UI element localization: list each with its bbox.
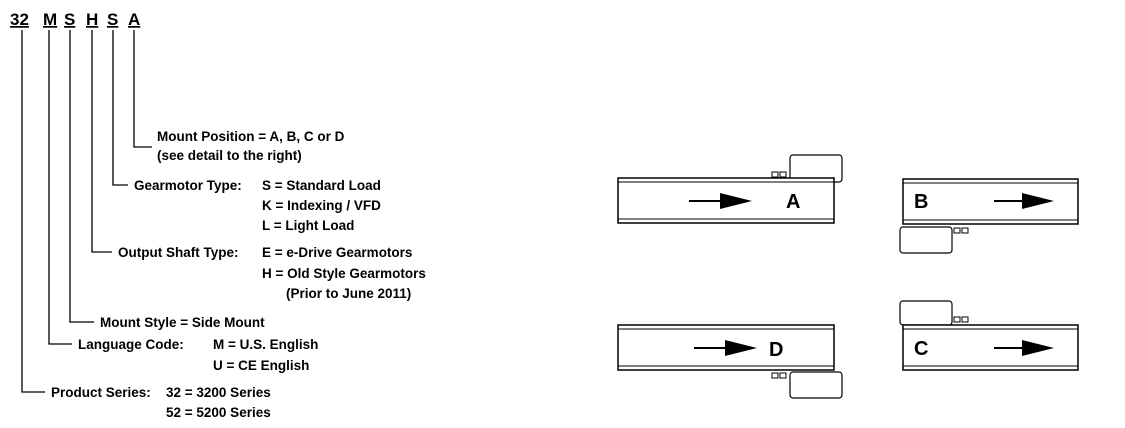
model-code: 32 M S H S A [10, 10, 140, 29]
mount-bracket-a2 [779, 171, 787, 178]
gearmotor-type-s: S = Standard Load [262, 178, 381, 193]
output-shaft-note: (Prior to June 2011) [286, 286, 411, 301]
gearmotor-type-l: L = Light Load [262, 218, 354, 233]
output-shaft-h: H = Old Style Gearmotors [262, 266, 426, 281]
code-mount-style: S [64, 10, 75, 29]
output-shaft-e: E = e-Drive Gearmotors [262, 245, 412, 260]
mount-position-a: A [617, 154, 843, 224]
code-output-shaft: H [86, 10, 98, 29]
language-code-title: Language Code: [78, 337, 184, 352]
direction-arrow-b [1022, 193, 1054, 209]
code-position: A [128, 10, 140, 29]
gearmotor-d [789, 371, 843, 399]
mount-bracket-d1 [771, 372, 779, 379]
product-series-title: Product Series: [51, 385, 151, 400]
mount-bracket-b1 [953, 227, 961, 234]
mount-label-b: B [914, 191, 928, 213]
leader-gearmotor [112, 30, 128, 186]
direction-arrow-c [1022, 340, 1054, 356]
mount-bracket-d2 [779, 372, 787, 379]
gearmotor-type-title: Gearmotor Type: [134, 178, 242, 193]
leader-lines [21, 30, 152, 393]
gearmotor-c [899, 300, 953, 326]
output-shaft-title: Output Shaft Type: [118, 245, 239, 260]
code-series: 32 [10, 10, 29, 29]
gearmotor-b [899, 226, 953, 254]
leader-language [48, 30, 72, 345]
code-gearmotor: S [107, 10, 118, 29]
mount-position-c: C [899, 300, 1079, 371]
mount-label-a: A [786, 191, 800, 213]
mount-label-c: C [914, 338, 928, 360]
language-code-m: M = U.S. English [213, 337, 318, 352]
mount-label-d: D [769, 339, 783, 361]
labels: Mount Position = A, B, C or D (see detai… [51, 129, 426, 420]
mount-bracket-b2 [961, 227, 969, 234]
mount-position-b: B [899, 178, 1079, 254]
mount-bracket-c2 [961, 316, 969, 323]
mount-position-line2: (see detail to the right) [157, 148, 302, 163]
mount-bracket-c1 [953, 316, 961, 323]
product-series-52: 52 = 5200 Series [166, 405, 271, 420]
code-language: M [43, 10, 57, 29]
leader-output-shaft [91, 30, 112, 253]
language-code-u: U = CE English [213, 358, 309, 373]
direction-arrow-d [725, 340, 757, 356]
gearmotor-type-k: K = Indexing / VFD [262, 198, 381, 213]
mount-position-line1: Mount Position = A, B, C or D [157, 129, 345, 144]
mount-style-label: Mount Style = Side Mount [100, 315, 265, 330]
leader-series [21, 30, 45, 393]
leader-position [133, 30, 152, 148]
leader-mount-style [69, 30, 94, 323]
conveyor-body-a [617, 177, 835, 224]
product-series-32: 32 = 3200 Series [166, 385, 271, 400]
direction-arrow-a [720, 193, 752, 209]
mount-bracket-a1 [771, 171, 779, 178]
mount-position-d: D [617, 324, 843, 399]
